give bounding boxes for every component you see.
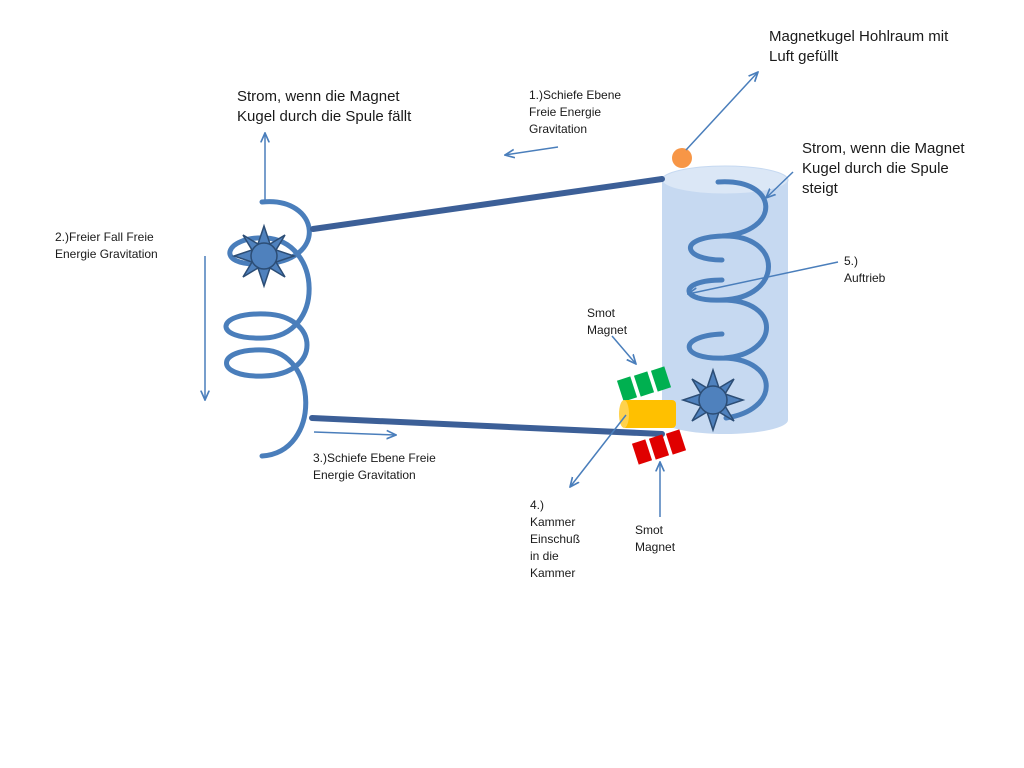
arrow-buoyancy (688, 261, 839, 294)
arrow-ball-to-label (685, 72, 758, 151)
label-current-falling: Strom, wenn die Magnet Kugel durch die S… (237, 88, 412, 125)
arrow-current-rising (766, 171, 794, 198)
label-buoyancy: 5.) Auftrieb (844, 254, 886, 285)
right-star-magnet-icon (680, 367, 746, 433)
yellow-chamber (619, 400, 676, 428)
right-coil (686, 179, 771, 421)
label-inclined-plane-3: 3.)Schiefe Ebene Freie Energie Gravitati… (313, 451, 436, 482)
magnet-ball (672, 148, 692, 168)
smot-red-magnets (631, 429, 687, 465)
lower-rail (309, 415, 665, 437)
label-inclined-plane-1: 1.)Schiefe Ebene Freie Energie Gravitati… (529, 88, 622, 136)
arrow-smot-top (611, 335, 636, 364)
label-chamber-injection: 4.) Kammer Einschuß in die Kammer (530, 498, 581, 580)
arrow-inclined-plane-1 (505, 146, 559, 155)
label-magnet-ball-hollow: Magnetkugel Hohlraum mit Luft gefüllt (769, 28, 949, 65)
label-smot-magnet-bottom: Smot Magnet (635, 523, 676, 554)
left-star-magnet-icon (231, 223, 297, 289)
cylinder-column (661, 165, 789, 434)
upper-rail (310, 176, 665, 232)
label-current-rising: Strom, wenn die Magnet Kugel durch die S… (802, 140, 965, 197)
arrow-chamber-injection (570, 414, 627, 487)
arrow-inclined-plane-3 (313, 432, 396, 435)
label-free-fall: 2.)Freier Fall Freie Energie Gravitation (55, 230, 158, 261)
smot-green-magnets (616, 366, 672, 402)
label-smot-magnet-top: Smot Magnet (587, 306, 628, 337)
